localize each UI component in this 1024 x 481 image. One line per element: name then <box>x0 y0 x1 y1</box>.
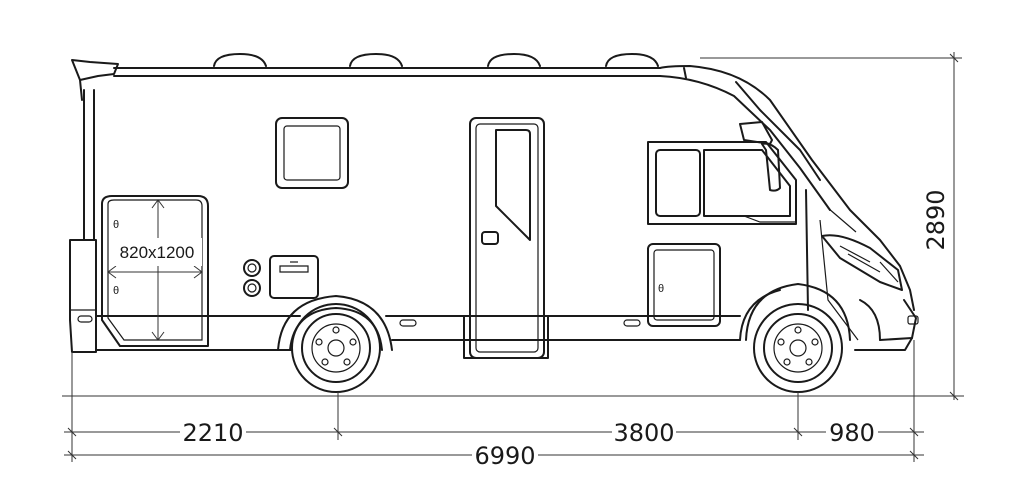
service-hatch <box>269 255 319 299</box>
side-locker: θ <box>647 243 721 327</box>
garage-door: θ θ 820x1200 <box>101 195 209 347</box>
dim-front-overhang: 980 <box>829 419 875 447</box>
dim-rear-overhang: 2210 <box>182 419 243 447</box>
dim-height: 2890 <box>922 189 950 250</box>
roof-vents <box>213 53 659 67</box>
cab-windows <box>647 141 797 225</box>
front-panel-line <box>819 219 859 341</box>
cab-door-seam <box>805 189 809 311</box>
front-wheel <box>753 303 843 393</box>
dim-total-length: 6990 <box>474 442 535 470</box>
entry-door <box>463 117 549 359</box>
wing-mirror <box>739 121 781 192</box>
service-ports <box>243 259 261 297</box>
rear-wheel-arch <box>277 295 393 351</box>
dimension-lines <box>62 52 964 462</box>
svg-text:θ: θ <box>113 285 119 297</box>
rear-window <box>275 117 349 189</box>
dim-wheelbase: 3800 <box>613 419 674 447</box>
side-marker-lights <box>399 319 641 327</box>
garage-door-size-label: 820x1200 <box>120 243 195 262</box>
svg-text:θ: θ <box>113 219 119 231</box>
body-outline <box>69 59 919 353</box>
svg-text:θ: θ <box>658 283 664 295</box>
rear-wheel <box>291 303 381 393</box>
